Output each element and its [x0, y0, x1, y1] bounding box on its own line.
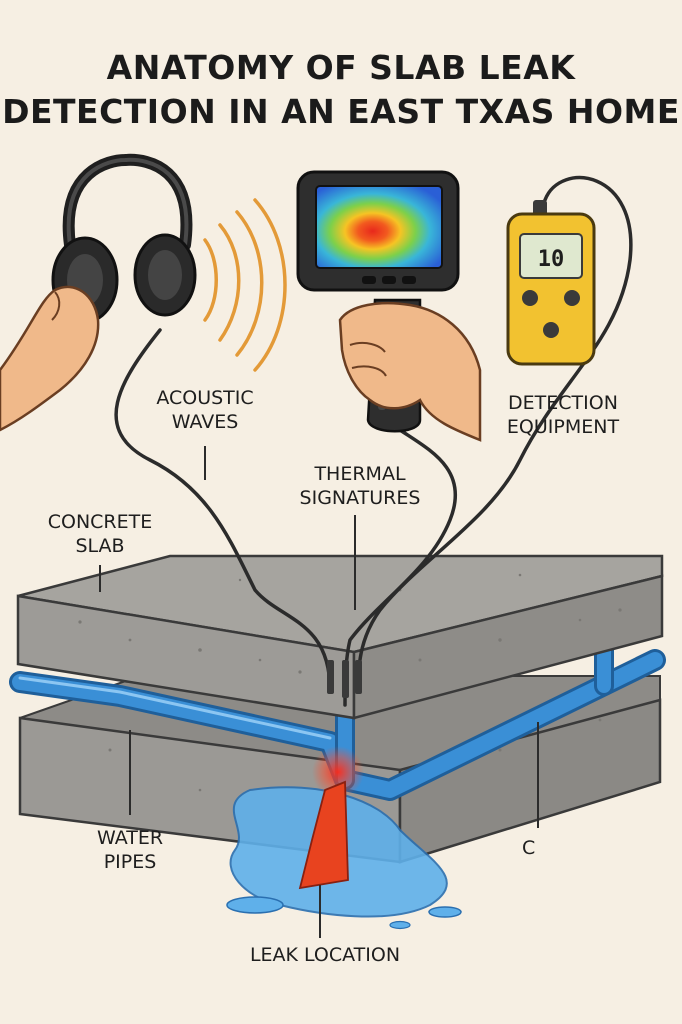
- leak-marker: [298, 746, 364, 890]
- label-thermal-signatures: THERMAL SIGNATURES: [285, 462, 435, 510]
- upper-slab: [16, 554, 664, 792]
- label-line: CONCRETE: [47, 511, 153, 533]
- title-line-2: DETECTION IN AN EAST TXAS HOME: [2, 92, 680, 131]
- label-acoustic-waves: ACOUSTIC WAVES: [140, 386, 270, 434]
- label-line: ACOUSTIC: [156, 387, 254, 409]
- label-concrete-slab: CONCRETE SLAB: [30, 510, 170, 558]
- hand-icon: [0, 285, 100, 432]
- page-title: ANATOMY OF SLAB LEAK DETECTION IN AN EAS…: [0, 46, 682, 134]
- label-line: EQUIPMENT: [506, 416, 620, 438]
- label-line: THERMAL: [314, 463, 406, 485]
- label-garbled: C: [522, 836, 612, 860]
- label-line: C: [522, 837, 536, 859]
- title-line-1: ANATOMY OF SLAB LEAK: [106, 48, 576, 87]
- label-line: WAVES: [171, 411, 239, 433]
- label-line: PIPES: [103, 851, 157, 873]
- leader-lines: [99, 446, 539, 938]
- cable-probes: [327, 660, 362, 698]
- label-leak-location: LEAK LOCATION: [220, 943, 430, 967]
- meter-display: 10: [538, 247, 565, 272]
- acoustic-waves-icon: [203, 198, 287, 372]
- label-detection-equipment: DETECTION EQUIPMENT: [488, 391, 638, 439]
- hand-icon: [338, 301, 482, 442]
- label-line: SIGNATURES: [299, 487, 421, 509]
- moisture-meter-icon: 10: [506, 200, 596, 366]
- label-line: LEAK LOCATION: [249, 944, 401, 966]
- label-line: SLAB: [75, 535, 125, 557]
- label-water-pipes: WATER PIPES: [78, 826, 182, 874]
- label-line: DETECTION: [508, 392, 618, 414]
- label-line: WATER: [96, 827, 164, 849]
